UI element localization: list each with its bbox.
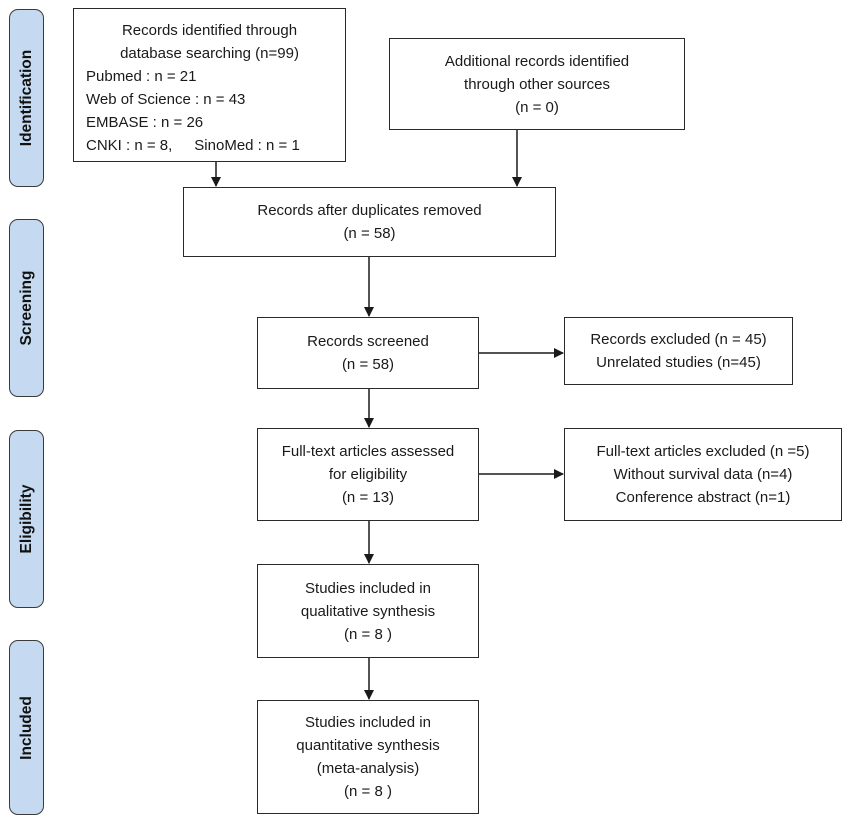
stage-identification-label: Identification [17, 49, 35, 147]
records-excluded-line1: Records excluded (n = 45) [590, 331, 767, 348]
source-cnki: CNKI : n = 8, [86, 137, 173, 154]
quantitative-synthesis-box: Studies included in quantitative synthes… [257, 700, 479, 814]
duplicates-removed-line2: (n = 58) [343, 225, 396, 242]
qualitative-line3: (n = 8 ) [344, 625, 392, 643]
fulltext-assessed-line1: Full-text articles assessed [281, 443, 455, 460]
fulltext-assessed-line2: for eligibility [328, 466, 408, 483]
stage-eligibility: Eligibility [9, 430, 44, 608]
fulltext-assessed-box: Full-text articles assessed for eligibil… [257, 428, 479, 521]
other-records-line3: (n = 0) [515, 98, 559, 116]
other-records-box: Additional records identified through ot… [389, 38, 685, 130]
database-records-box: Records identified through database sear… [73, 8, 346, 162]
quantitative-line1: Studies included in [305, 714, 431, 731]
fulltext-excluded-line3: Conference abstract (n=1) [615, 489, 791, 506]
source-row-cnki-sinomed: CNKI : n = 8, SinoMed : n = 1 [86, 134, 345, 157]
source-sinomed: SinoMed : n = 1 [194, 137, 300, 154]
duplicates-removed-box: Records after duplicates removed (n = 58… [183, 187, 556, 257]
stage-included-label: Included [17, 695, 35, 760]
database-records-title-line1: Records identified through [121, 22, 298, 39]
source-web-of-science: Web of Science : n = 43 [86, 91, 246, 108]
quantitative-line4: (n = 8 ) [344, 783, 392, 800]
records-excluded-box: Records excluded (n = 45) Unrelated stud… [564, 317, 793, 385]
fulltext-assessed-line3: (n = 13) [341, 489, 395, 506]
qualitative-line2: qualitative synthesis [300, 602, 436, 620]
source-embase: EMBASE : n = 26 [86, 114, 204, 131]
stage-included: Included [9, 640, 44, 815]
duplicates-removed-line1: Records after duplicates removed [257, 202, 482, 219]
records-screened-line2: (n = 58) [341, 356, 395, 373]
stage-screening-label: Screening [17, 270, 35, 346]
qualitative-line1: Studies included in [305, 579, 431, 597]
fulltext-excluded-box: Full-text articles excluded (n =5) Witho… [564, 428, 842, 521]
quantitative-line3: (meta-analysis) [316, 760, 420, 777]
source-pubmed: Pubmed : n = 21 [86, 68, 197, 85]
stage-identification: Identification [9, 9, 44, 187]
records-screened-line1: Records screened [307, 333, 429, 350]
records-excluded-line2: Unrelated studies (n=45) [596, 354, 761, 371]
fulltext-excluded-line1: Full-text articles excluded (n =5) [596, 443, 810, 460]
database-records-title-line2: database searching (n=99) [120, 45, 299, 62]
records-screened-box: Records screened (n = 58) [257, 317, 479, 389]
stage-eligibility-label: Eligibility [17, 484, 35, 554]
other-records-line1: Additional records identified [444, 52, 630, 70]
stage-screening: Screening [9, 219, 44, 397]
other-records-line2: through other sources [464, 75, 610, 93]
fulltext-excluded-line2: Without survival data (n=4) [613, 466, 793, 483]
qualitative-synthesis-box: Studies included in qualitative synthesi… [257, 564, 479, 658]
quantitative-line2: quantitative synthesis [296, 737, 440, 754]
